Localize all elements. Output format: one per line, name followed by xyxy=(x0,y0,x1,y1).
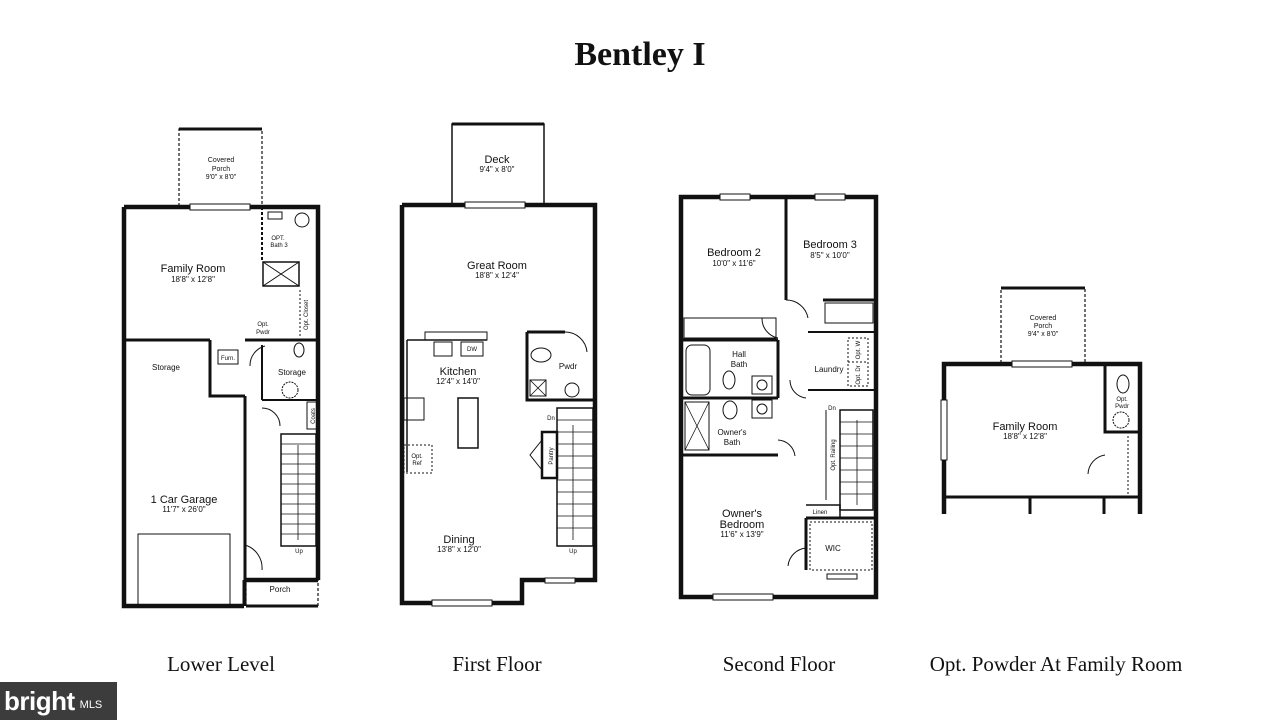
opt-wd-label: Opt. W xyxy=(856,340,862,359)
lower-level-plan xyxy=(121,127,321,609)
dining-dim: 13'8" x 12'0" xyxy=(437,545,481,554)
lower-family-room-label: Family Room xyxy=(161,263,226,275)
bedroom-2-dim: 10'0" x 11'6" xyxy=(712,259,755,268)
storage-right-label: Storage xyxy=(278,368,307,377)
bedroom-3-dim: 8'5" x 10'0" xyxy=(810,251,850,260)
opt-railing-label: Opt. Railing xyxy=(831,439,837,470)
opt-powder-caption: Opt. Powder At Family Room xyxy=(929,652,1183,676)
owners-bath-label: Owner's xyxy=(717,428,746,437)
opt-bath-3-label-2: Bath 3 xyxy=(270,243,288,249)
lower-stair-up-label: Up xyxy=(295,549,303,555)
opt-covered-porch-label: Covered xyxy=(1030,315,1057,322)
great-room-dim: 18'8" x 12'4" xyxy=(475,271,519,280)
opt-pwdr-label: Opt. xyxy=(1116,397,1128,403)
second-floor-caption: Second Floor xyxy=(722,652,836,676)
owners-bath-label-2: Bath xyxy=(724,438,740,447)
hall-bath-label: Hall xyxy=(732,350,746,359)
plan-title: Bentley I xyxy=(574,36,706,73)
opt-ref-label: Opt. xyxy=(411,454,423,460)
garage-label: 1 Car Garage xyxy=(151,494,218,506)
deck-dim: 9'4" x 8'0" xyxy=(480,165,515,174)
first-pwdr-label: Pwdr xyxy=(559,362,578,371)
coats-label: Coats xyxy=(311,408,317,424)
bedroom-2-label: Bedroom 2 xyxy=(707,247,761,259)
mls-watermark: bright MLS xyxy=(0,682,117,720)
lower-porch-label: Porch xyxy=(270,585,291,594)
lower-level-caption: Lower Level xyxy=(167,652,275,676)
lower-covered-porch-dim: 9'0" x 8'0" xyxy=(206,174,237,181)
owners-bedroom-dim: 11'6" x 13'9" xyxy=(720,530,763,539)
laundry-label: Laundry xyxy=(815,365,844,374)
deck-label: Deck xyxy=(484,154,510,166)
opt-family-room-label: Family Room xyxy=(993,421,1058,433)
opt-pwdr-label-2: Pwdr xyxy=(1115,404,1129,410)
first-stair-up-label: Up xyxy=(569,549,577,555)
linen-label: Linen xyxy=(813,510,828,516)
hall-bath-label-2: Bath xyxy=(731,360,747,369)
first-floor-caption: First Floor xyxy=(452,652,542,676)
mls-label: MLS xyxy=(79,699,103,711)
dishwasher-label: DW xyxy=(467,347,477,353)
first-stair-dn-label: Dn xyxy=(547,416,555,422)
second-floor-plan xyxy=(678,193,879,601)
garage-dim: 11'7" x 26'0" xyxy=(162,505,205,514)
opt-dr-label: Opt. Dr xyxy=(856,365,862,384)
opt-covered-porch-label-2: Porch xyxy=(1034,323,1052,330)
lower-family-room-dim: 18'8" x 12'8" xyxy=(171,275,215,284)
owners-bedroom-label: Owner's xyxy=(722,508,762,520)
lower-covered-porch-label: Covered xyxy=(208,157,235,164)
second-stair-dn-label: Dn xyxy=(828,406,836,412)
kitchen-label: Kitchen xyxy=(440,366,477,378)
great-room-label: Great Room xyxy=(467,260,527,272)
opt-covered-porch-dim: 9'4" x 8'0" xyxy=(1028,331,1059,338)
opt-powder-plan xyxy=(940,286,1143,514)
furnace-label: Furn. xyxy=(221,356,235,362)
wic-label: WIC xyxy=(825,544,841,553)
opt-family-room-dim: 18'8" x 12'8" xyxy=(1003,432,1047,441)
lower-opt-pwdr-label: Opt. xyxy=(257,322,269,328)
lower-covered-porch-label-2: Porch xyxy=(212,166,230,173)
owners-bedroom-label-2: Bedroom xyxy=(720,519,765,531)
pantry-label: Pantry xyxy=(549,447,555,464)
opt-closet-label: Opt. Closet xyxy=(304,300,310,330)
lower-opt-pwdr-label-2: Pwdr xyxy=(256,330,270,336)
bright-logo: bright xyxy=(4,685,75,716)
opt-bath-3-label: OPT. xyxy=(271,236,285,242)
storage-left-label: Storage xyxy=(152,363,181,372)
opt-ref-label-2: Ref xyxy=(412,461,422,467)
kitchen-dim: 12'4" x 14'0" xyxy=(436,377,480,386)
first-floor-plan xyxy=(399,122,598,607)
dining-label: Dining xyxy=(443,534,474,546)
bedroom-3-label: Bedroom 3 xyxy=(803,239,857,251)
